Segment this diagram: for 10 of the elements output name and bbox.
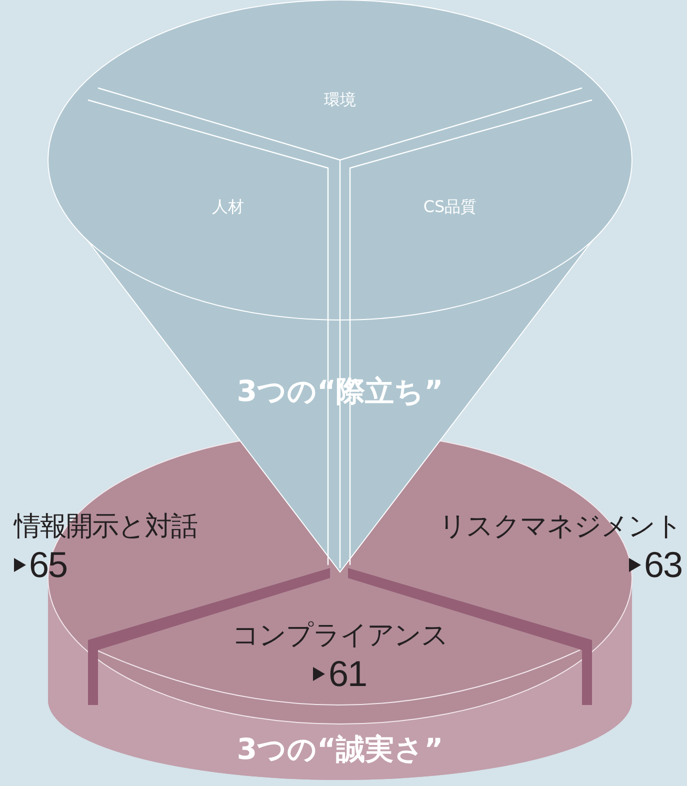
segment-label: リスクマネジメント — [439, 510, 682, 544]
segment-label: 人材 — [212, 197, 244, 218]
page-number: 65 — [29, 544, 68, 586]
page-number: 61 — [328, 653, 367, 695]
segment-label: コンプライアンス — [232, 619, 448, 653]
page-number: 63 — [644, 544, 682, 586]
segment-label: 環境 — [324, 90, 356, 111]
group-title: 3つの“誠実さ” — [236, 731, 444, 768]
segment-label: CS品質 — [423, 197, 477, 218]
segment-label: 情報開示と対話 — [14, 510, 197, 544]
